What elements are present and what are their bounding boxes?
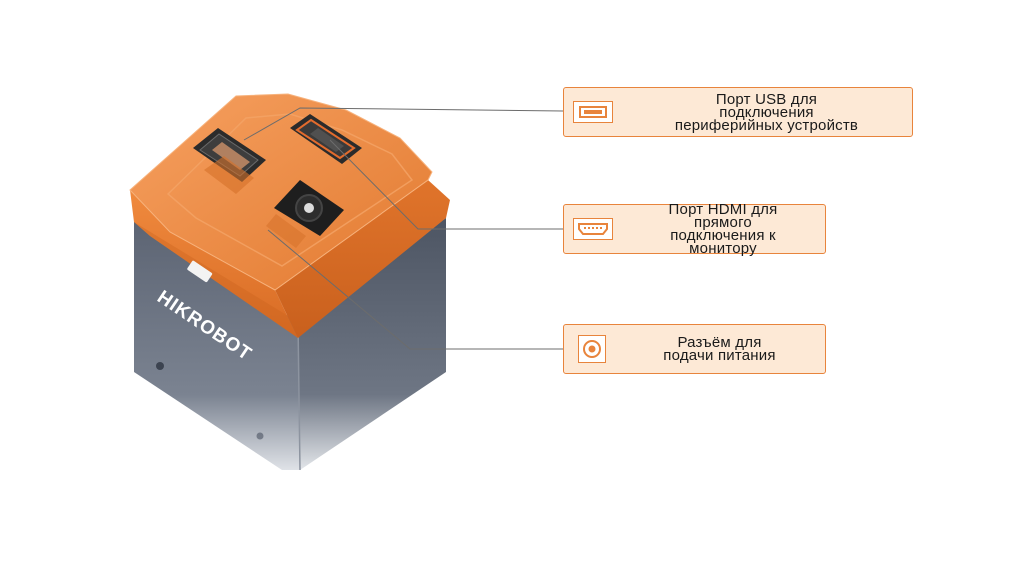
callout-hdmi-line: Порт HDMI для [668,201,778,218]
callout-usb-text: Порт USB для подключения периферийных ус… [621,90,912,134]
screw-hole-right [256,432,264,440]
callout-usb-line: Порт USB для [715,90,818,108]
callout-power: Разъём для подачи питания [563,324,826,374]
callout-hdmi-line: монитору [689,240,757,257]
device-body-left [134,220,300,470]
hdmi-port-icon [573,218,613,240]
callout-hdmi-line: подключения к [670,227,776,244]
callout-usb-line: подключения [719,103,814,121]
leader-line-hdmi [329,139,563,230]
power-jack [266,180,344,248]
leader-line-power [267,229,563,350]
callout-power-line: подачи питания [663,347,776,364]
callout-usb: Порт USB для подключения периферийных ус… [563,87,913,137]
callout-power-text: Разъём для подачи питания [614,334,825,364]
usb-port-icon [573,101,613,123]
status-led-window [187,260,213,283]
callout-power-line: Разъём для [677,334,762,351]
power-jack-icon [578,335,606,363]
callout-hdmi-line: прямого [694,214,752,231]
usb-port [193,128,266,194]
callout-hdmi: Порт HDMI для прямого подключения к мони… [563,201,826,257]
leader-line-usb [243,107,564,141]
screw-hole-left [156,362,164,370]
callout-usb-line: периферийных устройств [674,116,859,134]
callout-hdmi-text: Порт HDMI для прямого подключения к мони… [621,201,825,257]
hdmi-port [290,114,362,164]
device-cap-right [275,180,450,338]
device-body-right [298,218,446,470]
